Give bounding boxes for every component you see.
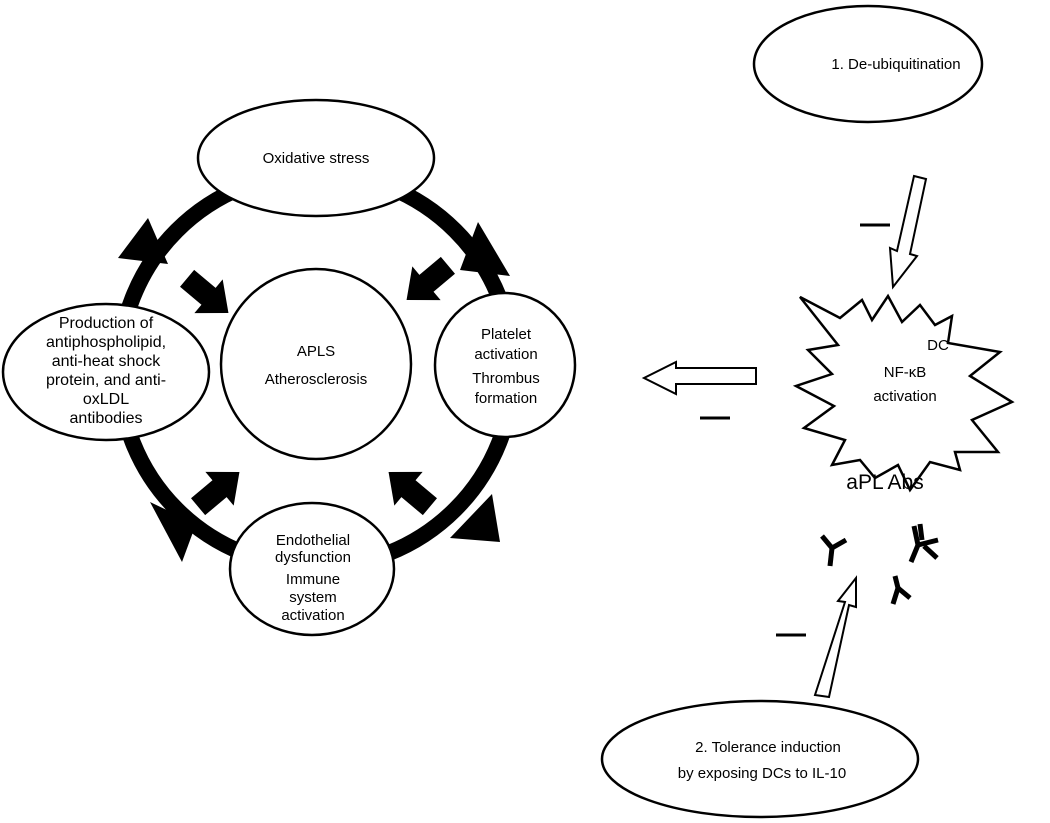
inhibition-mark-tolerance: — bbox=[776, 617, 806, 650]
oxidative-stress-label: Oxidative stress bbox=[263, 150, 370, 167]
de-ubiquitination-label: 1. De-ubiquitination bbox=[831, 56, 960, 73]
inward-arrow-from-endothelial-right bbox=[388, 471, 437, 516]
cycle-arrowhead-lower-right bbox=[450, 494, 500, 542]
platelet-node bbox=[433, 291, 577, 439]
antibody-label-5: oxLDL bbox=[83, 391, 129, 408]
inward-arrow-from-oxidative-stress bbox=[406, 256, 455, 301]
tolerance-label-1: 2. Tolerance induction bbox=[695, 739, 841, 756]
antibody-label-1: Production of bbox=[59, 315, 154, 332]
antibody-glyph-3 bbox=[890, 575, 912, 605]
center-label-apls: APLS bbox=[297, 343, 335, 360]
oxidative-stress-node bbox=[196, 98, 436, 218]
platelet-label-1: Platelet bbox=[481, 326, 532, 343]
platelet-label-2: activation bbox=[474, 346, 537, 363]
inhibition-mark-de-ubiquitination: — bbox=[860, 207, 890, 240]
center-node bbox=[219, 267, 413, 461]
endothelial-node bbox=[228, 501, 396, 637]
dc-activation-starburst bbox=[792, 293, 1015, 493]
de-ubiquitination-node bbox=[752, 4, 984, 124]
cycle-arrowhead-upper-right bbox=[460, 222, 510, 276]
inward-arrow-from-endothelial-left bbox=[191, 471, 240, 516]
antibody-label-2: antiphospholipid, bbox=[46, 334, 166, 351]
antibody-label-4: protein, and anti- bbox=[46, 372, 166, 389]
inward-arrow-from-antibodies bbox=[180, 269, 229, 314]
hollow-arrow-de-ubiquitination-to-dc bbox=[888, 174, 928, 290]
nfkb-activation-label: activation bbox=[873, 388, 936, 405]
tolerance-induction-node bbox=[600, 699, 920, 819]
dc-label: DC bbox=[927, 337, 949, 354]
antibody-label-3: anti-heat shock bbox=[52, 353, 162, 370]
inhibition-mark-dc-to-platelet: — bbox=[700, 400, 730, 433]
tolerance-label-2: by exposing DCs to IL-10 bbox=[678, 765, 846, 782]
hollow-arrow-tolerance-to-antibodies bbox=[813, 575, 857, 699]
endothelial-label-1: Endothelial bbox=[276, 532, 350, 549]
antibody-glyph-2 bbox=[908, 523, 939, 563]
endothelial-label-2: dysfunction bbox=[275, 549, 351, 566]
endothelial-label-3: Immune bbox=[286, 571, 340, 588]
endothelial-label-5: activation bbox=[281, 607, 344, 624]
apl-abs-label: aPL Abs bbox=[846, 471, 923, 494]
antibody-production-node bbox=[1, 302, 211, 442]
nfkb-label: NF-κB bbox=[884, 364, 927, 381]
platelet-label-3: Thrombus bbox=[472, 370, 540, 387]
cycle-arrowhead-lower-left bbox=[150, 502, 196, 562]
platelet-label-4: formation bbox=[475, 390, 538, 407]
antibody-glyph-1 bbox=[820, 534, 848, 567]
cycle-arrowhead-upper-left bbox=[118, 218, 168, 264]
endothelial-label-4: system bbox=[289, 589, 337, 606]
antibody-label-6: antibodies bbox=[70, 410, 143, 427]
center-label-atherosclerosis: Atherosclerosis bbox=[265, 371, 368, 388]
hollow-arrow-dc-to-platelet bbox=[641, 360, 757, 396]
